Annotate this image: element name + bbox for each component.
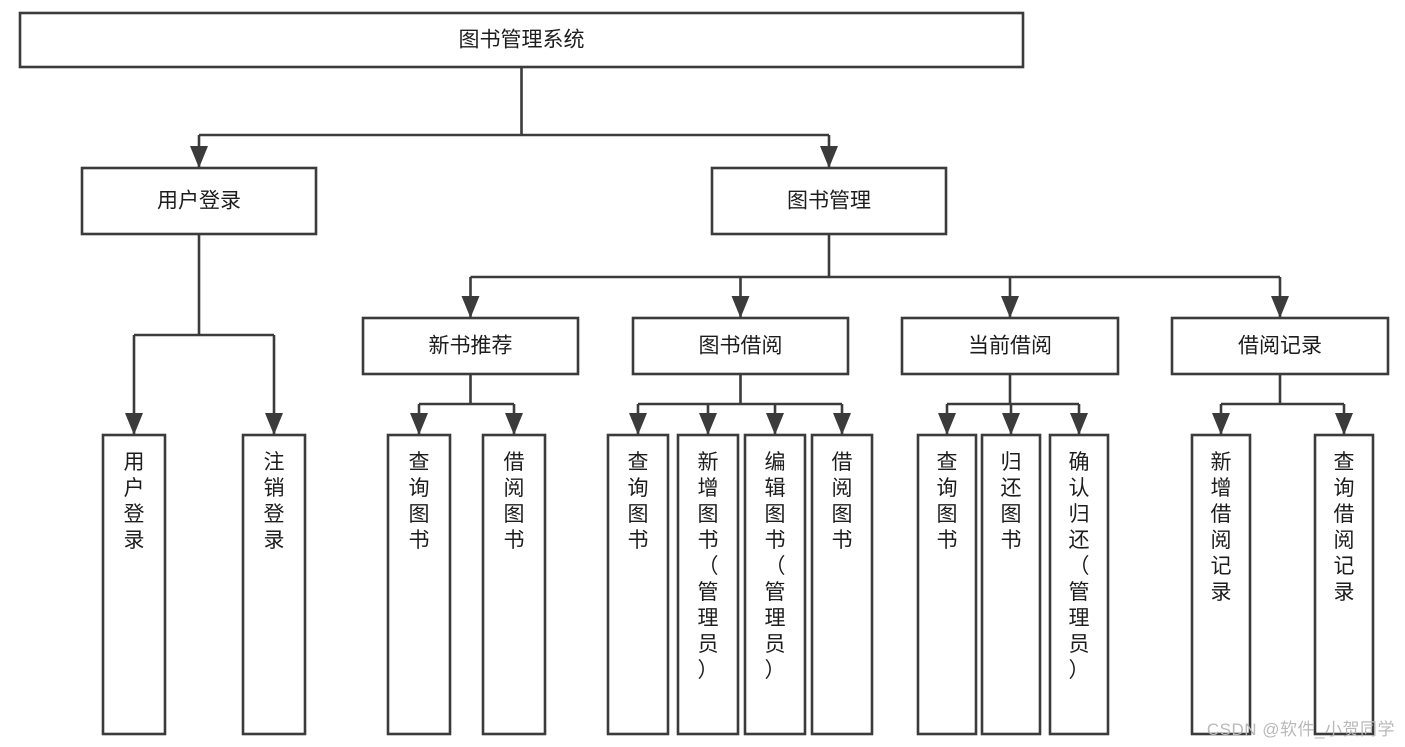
node-box-leaf-query-book-3	[916, 433, 978, 736]
watermark-label: CSDN @软件_小贺同学	[1206, 720, 1395, 739]
arrow-head-icon-leaf-borrow-book-2	[833, 413, 851, 435]
arrow-head-icon-leaf-edit-book-admin	[766, 413, 784, 435]
arrow-head-icon-leaf-query-book-2	[629, 413, 647, 435]
arrow-head-icon-leaf-add-borrow-record	[1212, 413, 1230, 435]
node-leaf-user-login[interactable]: 用户登录	[101, 433, 167, 736]
node-label-leaf-confirm-return-admin: 确认归还（管理员）	[1069, 451, 1090, 682]
node-leaf-add-book-admin[interactable]: 新增图书（管理员）	[676, 433, 740, 736]
node-label-leaf-add-book-admin: 新增图书（管理员）	[698, 451, 719, 682]
node-label-leaf-query-book-2: 查询图书	[628, 451, 649, 552]
node-leaf-edit-book-admin[interactable]: 编辑图书（管理员）	[743, 433, 807, 736]
node-leaf-borrow-book-2[interactable]: 借阅图书	[810, 433, 874, 736]
arrow-head-icon-leaf-query-book-1	[410, 413, 428, 435]
node-box-leaf-confirm-return-admin	[1048, 433, 1110, 736]
arrow-head-icon-leaf-query-borrow-record	[1335, 413, 1353, 435]
node-box-borrow-record	[1170, 316, 1390, 376]
arrow-head-icon-leaf-return-book	[1002, 413, 1020, 435]
node-leaf-borrow-book-1[interactable]: 借阅图书	[481, 433, 547, 736]
node-box-leaf-return-book	[980, 433, 1042, 736]
node-label-root: 图书管理系统	[459, 29, 585, 52]
node-label-current-borrow: 当前借阅	[968, 335, 1052, 358]
node-leaf-query-book-1[interactable]: 查询图书	[386, 433, 452, 736]
node-label-leaf-return-book: 归还图书	[1001, 451, 1022, 552]
node-label-leaf-logout: 注销登录	[264, 451, 285, 552]
node-label-leaf-query-book-3: 查询图书	[937, 451, 958, 552]
node-leaf-query-book-3[interactable]: 查询图书	[916, 433, 978, 736]
node-box-root	[18, 11, 1025, 69]
node-label-new-book-recommend: 新书推荐	[429, 335, 513, 358]
arrow-head-icon-user-login	[190, 146, 208, 168]
arrow-head-icon-book-manage	[820, 146, 838, 168]
node-leaf-confirm-return-admin[interactable]: 确认归还（管理员）	[1048, 433, 1110, 736]
node-label-leaf-add-borrow-record: 新增借阅记录	[1211, 451, 1232, 604]
arrow-head-icon-leaf-query-book-3	[938, 413, 956, 435]
node-box-leaf-edit-book-admin	[743, 433, 807, 736]
arrow-head-icon-leaf-user-login	[125, 413, 143, 435]
node-borrow-record[interactable]: 借阅记录	[1170, 316, 1390, 376]
node-new-book-recommend[interactable]: 新书推荐	[361, 316, 580, 376]
node-label-borrow-record: 借阅记录	[1238, 335, 1322, 358]
node-book-manage[interactable]: 图书管理	[710, 166, 948, 236]
node-label-leaf-edit-book-admin: 编辑图书（管理员）	[765, 451, 786, 682]
node-leaf-return-book[interactable]: 归还图书	[980, 433, 1042, 736]
node-box-leaf-user-login	[101, 433, 167, 736]
node-box-leaf-borrow-book-1	[481, 433, 547, 736]
arrow-head-icon-leaf-confirm-return-admin	[1070, 413, 1088, 435]
node-box-book-manage	[710, 166, 948, 236]
node-box-leaf-borrow-book-2	[810, 433, 874, 736]
node-label-book-manage: 图书管理	[787, 190, 871, 213]
connector-layer	[125, 67, 1353, 435]
arrow-head-icon-leaf-borrow-book-1	[505, 413, 523, 435]
node-box-user-login	[80, 166, 318, 236]
node-box-leaf-query-book-2	[606, 433, 670, 736]
node-root[interactable]: 图书管理系统	[18, 11, 1025, 69]
arrow-head-icon-book-borrow	[731, 296, 750, 318]
node-label-leaf-borrow-book-2: 借阅图书	[832, 451, 853, 552]
node-box-current-borrow	[900, 316, 1120, 376]
node-label-leaf-query-book-1: 查询图书	[409, 451, 430, 552]
node-box-leaf-add-borrow-record	[1190, 433, 1252, 736]
node-layer: 图书管理系统用户登录图书管理新书推荐图书借阅当前借阅借阅记录用户登录注销登录查询…	[18, 11, 1390, 736]
node-label-user-login: 用户登录	[157, 190, 241, 213]
node-leaf-logout[interactable]: 注销登录	[241, 433, 307, 736]
arrow-head-icon-borrow-record	[1271, 296, 1289, 318]
arrow-head-icon-leaf-logout	[265, 413, 283, 435]
arrow-head-icon-new-book-recommend	[461, 296, 480, 318]
node-current-borrow[interactable]: 当前借阅	[900, 316, 1120, 376]
node-box-leaf-query-book-1	[386, 433, 452, 736]
node-leaf-add-borrow-record[interactable]: 新增借阅记录	[1190, 433, 1252, 736]
node-label-leaf-borrow-book-1: 借阅图书	[504, 451, 525, 552]
arrow-head-icon-current-borrow	[1001, 296, 1019, 318]
node-user-login[interactable]: 用户登录	[80, 166, 318, 236]
node-label-leaf-user-login: 用户登录	[124, 451, 145, 552]
node-box-new-book-recommend	[361, 316, 580, 376]
node-leaf-query-book-2[interactable]: 查询图书	[606, 433, 670, 736]
node-book-borrow[interactable]: 图书借阅	[631, 316, 850, 376]
node-box-book-borrow	[631, 316, 850, 376]
node-box-leaf-logout	[241, 433, 307, 736]
node-label-book-borrow: 图书借阅	[699, 335, 783, 358]
node-leaf-query-borrow-record[interactable]: 查询借阅记录	[1313, 433, 1375, 736]
node-box-leaf-add-book-admin	[676, 433, 740, 736]
node-label-leaf-query-borrow-record: 查询借阅记录	[1334, 451, 1355, 604]
arrow-head-icon-leaf-add-book-admin	[699, 413, 717, 435]
node-box-leaf-query-borrow-record	[1313, 433, 1375, 736]
